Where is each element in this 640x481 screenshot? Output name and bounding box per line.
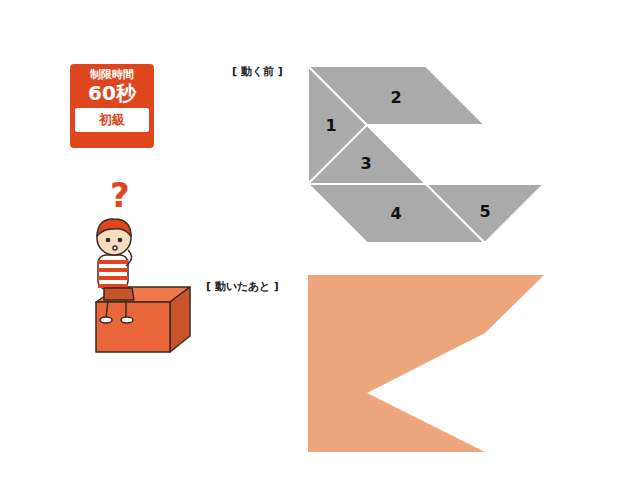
piece-shape (426, 184, 544, 243)
piece-number: 3 (360, 154, 371, 173)
question-mark: ? (110, 178, 130, 212)
after-heading: [ 動いたあと ] (206, 281, 279, 292)
tangram-piece: 5 (426, 184, 544, 243)
boy-figure (97, 219, 134, 323)
piece-number: 1 (325, 116, 336, 135)
time-limit: 60秒 (88, 82, 136, 105)
piece-number: 4 (390, 204, 401, 223)
before-heading: [ 動く前 ] (232, 66, 283, 77)
target-shape (308, 275, 544, 452)
seat-box (96, 287, 190, 352)
badge-heading: 制限時間 (90, 69, 134, 82)
piece-number: 5 (479, 202, 490, 221)
level-tag: 初級 (75, 108, 149, 132)
piece-number: 2 (390, 88, 401, 107)
piece-shape (308, 66, 485, 125)
piece-shape (308, 125, 426, 184)
time-badge: 制限時間60秒初級 (70, 64, 154, 148)
